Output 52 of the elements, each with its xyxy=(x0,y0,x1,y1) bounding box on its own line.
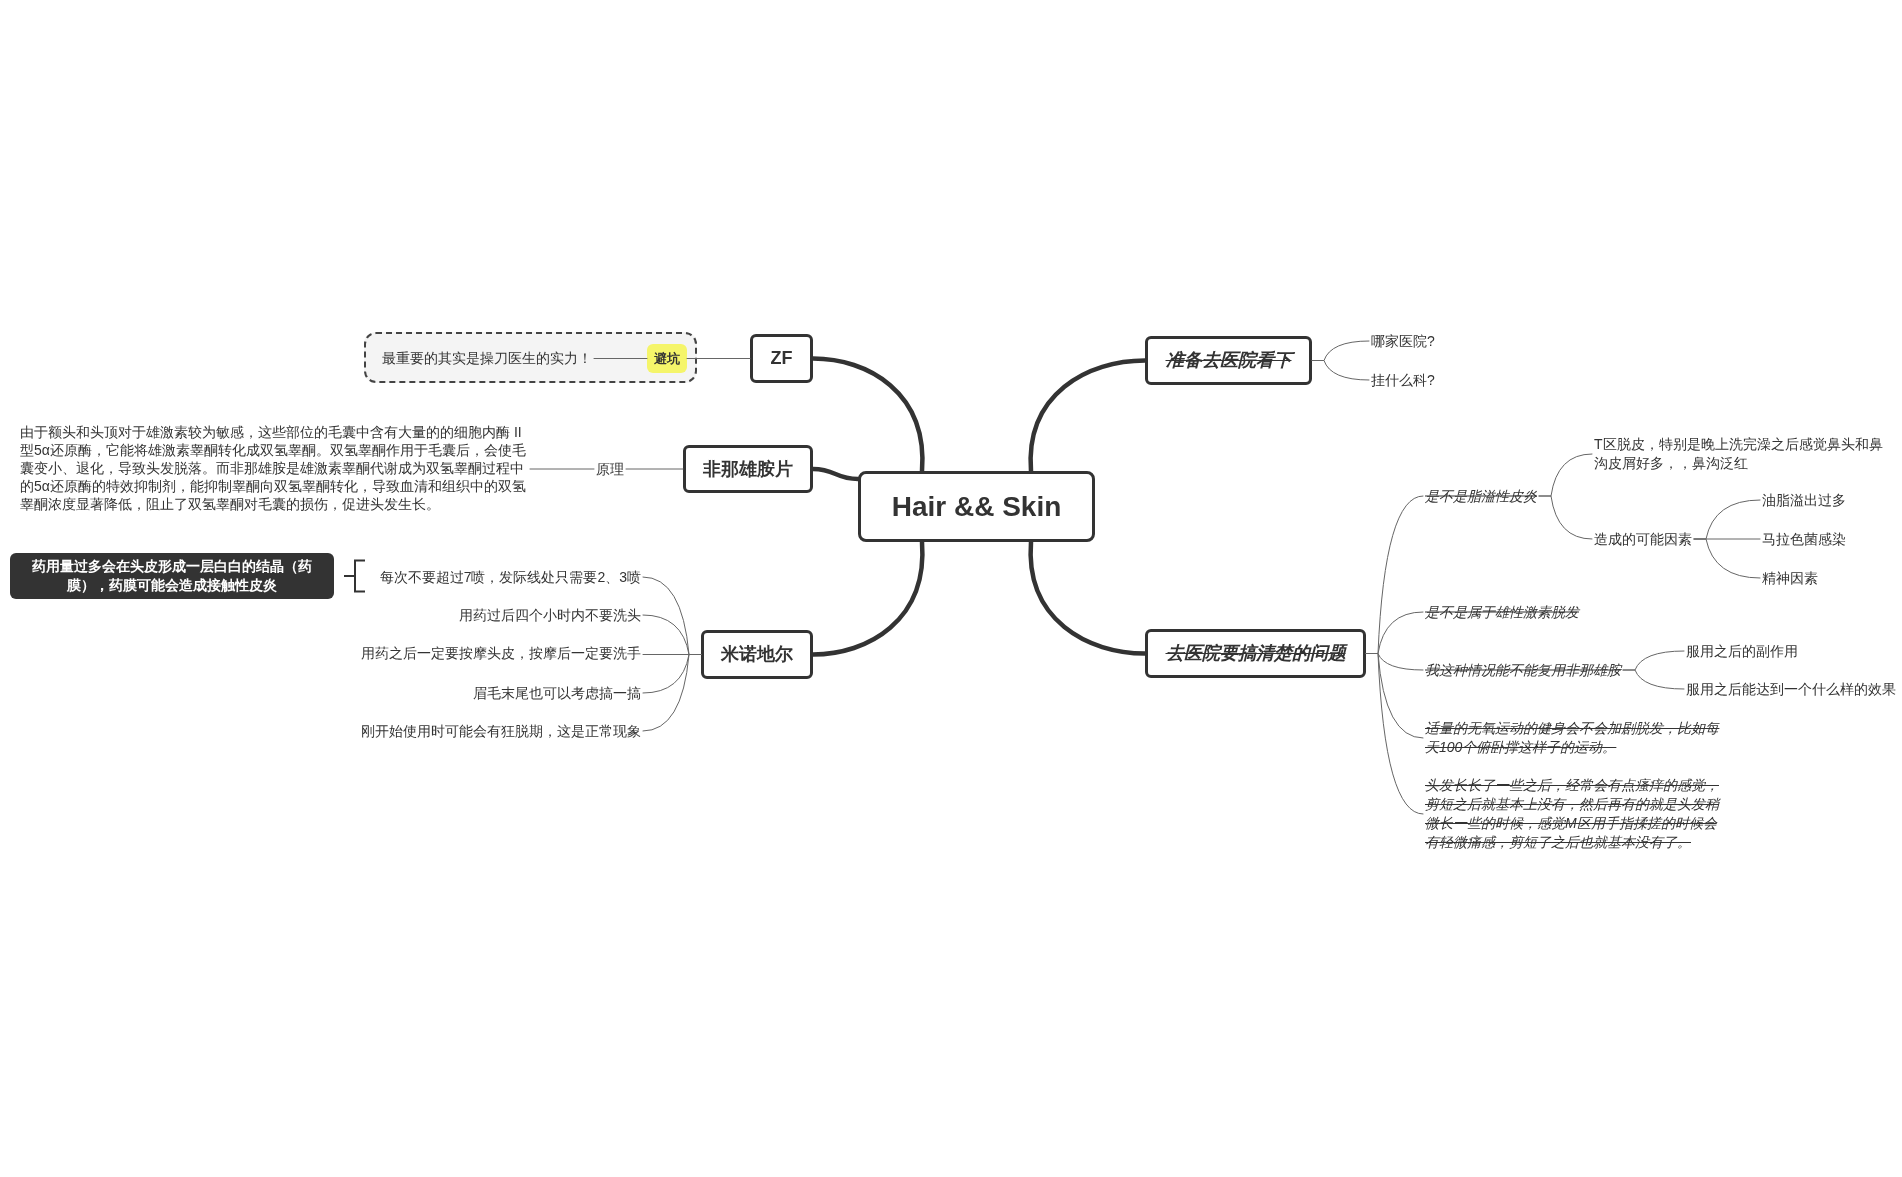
connector-line xyxy=(1693,538,1761,579)
topic-text: 服用之后的副作用 xyxy=(1684,641,1800,661)
struck-topic-text: 我这种情况能不能复用非那雄胺 xyxy=(1423,660,1623,680)
topic-text: 用药过后四个小时内不要洗头 xyxy=(457,605,643,625)
connector-line xyxy=(1028,539,1148,656)
connector-line xyxy=(1311,360,1370,381)
dashed-boundary-box xyxy=(364,332,697,383)
connector-line xyxy=(810,356,925,474)
topic-label: ZF xyxy=(770,347,793,370)
connector-line xyxy=(1365,653,1424,815)
topic-label: 去医院要搞清楚的问题 xyxy=(1165,642,1346,665)
topic-text: 用药之后一定要按摩头皮，按摩后一定要洗手 xyxy=(359,643,643,663)
topic-text: 每次不要超过7喷，发际线处只需要2、3喷 xyxy=(377,567,643,587)
topic-text: 造成的可能因素 xyxy=(1592,529,1694,549)
connector-line xyxy=(529,468,595,470)
topic-text: 最重要的其实是操刀医生的实力！ xyxy=(380,348,594,368)
connector-line xyxy=(1028,358,1148,474)
topic-text: 哪家医院? xyxy=(1369,331,1437,351)
topic-text: 原理 xyxy=(594,459,626,479)
connector-line xyxy=(625,468,684,470)
summary-box xyxy=(10,553,334,599)
topic-box xyxy=(701,630,813,679)
topic-text: 服用之后能达到一个什么样的效果 xyxy=(1684,679,1898,699)
highlight-tag: 避坑 xyxy=(647,344,687,373)
struck-topic-text: 适量的无氧运动的健身会不会加剧脱发，比如每天100个俯卧撑这样子的运动。 xyxy=(1423,719,1725,757)
connector-line xyxy=(686,358,751,359)
topic-box xyxy=(750,334,813,383)
topic-text: 精神因素 xyxy=(1760,568,1820,588)
topic-box xyxy=(1145,336,1312,385)
summary-text: 药用量过多会在头皮形成一层白白的结晶（药膜），药膜可能会造成接触性皮炎 xyxy=(31,557,313,595)
topic-box xyxy=(683,445,813,493)
connector-line xyxy=(1622,669,1685,690)
connector-line xyxy=(642,654,702,732)
connector-line xyxy=(810,539,925,657)
topic-text: 马拉色菌感染 xyxy=(1760,529,1848,549)
topic-text: 眉毛末尾也可以考虑搞一搞 xyxy=(471,683,643,703)
paragraph-text: 由于额头和头顶对于雄激素较为敏感，这些部位的毛囊中含有大量的的细胞内酶 II型5α还原酶，它能将雄激素睾酮转化成双氢睾酮。双氢睾酮作用于毛囊后，会使毛囊变小、退化，导致头发脱落。而非那雄胺是雄激素睾酮代谢成为双氢睾酮过程中的5α还原酶的特效抑制剂，能抑制睾酮向双氢睾酮转化，导致血清和组织中的双氢睾酮浓度显著降低，阻止了双氢睾酮对毛囊的损伤，促进头发生长。 xyxy=(20,423,530,513)
connector-line xyxy=(810,466,861,482)
topic-text: 挂什么科? xyxy=(1369,370,1437,390)
topic-text: T区脱皮，特别是晚上洗完澡之后感觉鼻头和鼻沟皮屑好多，，鼻沟泛红 xyxy=(1592,435,1888,473)
topic-text: 油脂溢出过多 xyxy=(1760,490,1848,510)
topic-label: 非那雄胺片 xyxy=(703,457,793,481)
connector-line xyxy=(593,358,648,359)
topic-label: 米诺地尔 xyxy=(721,643,793,666)
connector-line xyxy=(1538,495,1593,540)
central-topic-box xyxy=(858,471,1095,542)
struck-topic-text: 头发长长了一些之后，经常会有点瘙痒的感觉，剪短之后就基本上没有，然后再有的就是头发稍微长一些的时候，感觉M区用手指揉搓的时候会有轻微痛感，剪短了之后也就基本没有了。 xyxy=(1423,776,1725,852)
struck-topic-text: 是不是属于雄性激素脱发 xyxy=(1423,602,1581,622)
topic-text: 刚开始使用时可能会有狂脱期，这是正常现象 xyxy=(359,721,643,741)
topic-box xyxy=(1145,629,1366,678)
central-topic-label: Hair && Skin xyxy=(891,489,1062,524)
struck-topic-text: 是不是脂溢性皮炎 xyxy=(1423,486,1539,506)
